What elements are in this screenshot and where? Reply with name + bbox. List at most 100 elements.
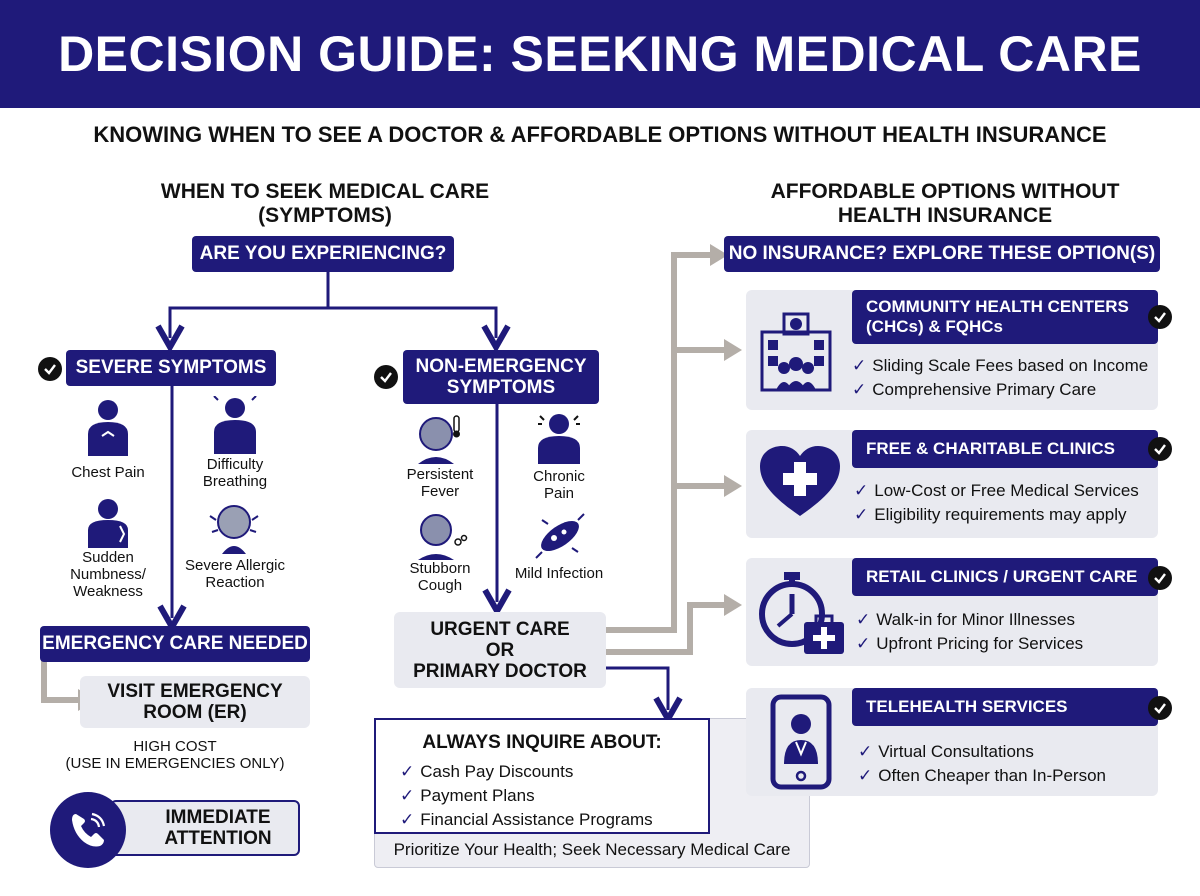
phone-icon [50,792,126,868]
check-icon [38,357,62,381]
bacteria-icon [535,513,585,559]
inquire-item-text: Financial Assistance Programs [420,810,653,829]
option-bullet: ✓ Often Cheaper than In-Person [858,764,1106,788]
check-icon: ✓ [854,481,869,500]
option-bullet-text: Eligibility requirements may apply [874,505,1127,524]
option-bullets-free-clinics: ✓ Low-Cost or Free Medical Services ✓ Elig… [854,479,1139,527]
cost-line: (USE IN EMERGENCIES ONLY) [65,755,285,772]
check-icon [1148,696,1172,720]
phone-doctor-icon [770,694,832,790]
footer-note: Prioritize Your Health; Seek Necessary M… [393,840,791,859]
immediate-attention-box: IMMEDIATE ATTENTION [110,800,300,856]
check-icon: ✓ [856,610,871,629]
check-icon [1148,566,1172,590]
option-bullet: ✓ Virtual Consultations [858,740,1106,764]
option-title-line: COMMUNITY HEALTH CENTERS [866,297,1129,316]
symptom-label-line: Pain [543,485,575,502]
inquire-item: ✓ Financial Assistance Programs [400,808,708,832]
check-icon: ✓ [852,380,867,399]
check-icon: ✓ [856,634,871,653]
option-bullet-text: Sliding Scale Fees based on Income [872,356,1149,375]
symptom-label-line: Chronic [533,468,585,485]
heart-cross-icon [760,446,840,516]
health-center-icon [760,312,832,392]
symptom-label-line: Chest Pain [71,464,145,481]
check-icon: ✓ [854,505,869,524]
chronic-pain-icon [538,414,580,464]
check-icon: ✓ [400,810,415,829]
severe-symptoms-label: SEVERE SYMPTOMS [66,350,276,386]
emergency-care-needed: EMERGENCY CARE NEEDED [40,626,310,662]
no-insurance-label: NO INSURANCE? EXPLORE THESE OPTION(S) [724,236,1160,272]
check-icon: ✓ [858,742,873,761]
urgent-line: OR [485,639,515,661]
symptom-label-line: Fever [420,483,460,500]
er-line: ROOM (ER) [143,702,247,723]
symptom-label-line: Cough [417,577,463,594]
page-title: DECISION GUIDE: SEEKING MEDICAL CARE [58,26,1142,82]
page-subtitle: KNOWING WHEN TO SEE A DOCTOR & AFFORDABL… [93,122,1107,147]
inquire-item: ✓ Cash Pay Discounts [400,760,708,784]
numbness-icon [88,499,128,548]
inquire-item-text: Payment Plans [420,786,535,805]
symptom-label-line: Severe Allergic [184,557,286,574]
question-box: ARE YOU EXPERIENCING? [192,236,454,272]
er-line: VISIT EMERGENCY [107,681,283,702]
option-bullet-text: Low-Cost or Free Medical Services [874,481,1139,500]
symptom-label-line: Persistent [406,466,474,483]
symptom-label-line: Numbness/ [70,566,146,583]
symptom-label: Persistent Fever [380,466,500,500]
symptom-label: Sudden Numbness/ Weakness [48,549,168,600]
check-icon: ✓ [858,766,873,785]
option-bullet: ✓ Sliding Scale Fees based on Income [852,354,1148,378]
left-heading: WHEN TO SEEK MEDICAL CARE (SYMPTOMS) [120,180,530,228]
high-cost-note: HIGH COST (USE IN EMERGENCIES ONLY) [40,738,310,772]
option-bullet-text: Virtual Consultations [878,742,1034,761]
allergic-reaction-icon [209,505,259,554]
symptom-label-line: Reaction [205,574,265,591]
visit-er-box: VISIT EMERGENCY ROOM (ER) [80,676,310,728]
difficulty-breathing-icon [213,396,257,454]
check-icon: ✓ [400,786,415,805]
immediate-line: IMMEDIATE [165,807,271,828]
inquire-item-text: Cash Pay Discounts [420,762,574,781]
option-title-line: (CHCs) & FQHCs [866,317,1003,336]
check-icon: ✓ [400,762,415,781]
left-heading-line1: WHEN TO SEEK MEDICAL CARE [160,180,490,203]
symptom-label-line: Stubborn [409,560,471,577]
immediate-line: ATTENTION [164,828,272,849]
cough-icon [418,514,468,560]
title-banner: DECISION GUIDE: SEEKING MEDICAL CARE [0,0,1200,108]
check-icon [1148,437,1172,461]
symptom-label: Severe Allergic Reaction [170,557,300,591]
symptom-label-line: Breathing [202,473,268,490]
fever-icon [418,415,460,464]
non-emergency-line: SYMPTOMS [446,377,556,398]
stopwatch-kit-icon [759,572,844,654]
symptom-label: Stubborn Cough [380,560,500,594]
option-bullet-text: Often Cheaper than In-Person [878,766,1106,785]
left-heading-line2: (SYMPTOMS) [258,204,392,227]
right-heading-line1: AFFORDABLE OPTIONS WITHOUT [770,180,1120,203]
symptom-label: Chronic Pain [499,468,619,502]
urgent-care-box: URGENT CARE OR PRIMARY DOCTOR [394,612,606,688]
option-bullets-retail: ✓ Walk-in for Minor Illnesses ✓Upfront Pr… [856,608,1083,656]
inquire-title: ALWAYS INQUIRE ABOUT: [422,732,662,753]
option-bullet: ✓ Low-Cost or Free Medical Services [854,479,1139,503]
option-title-telehealth: TELEHEALTH SERVICES [852,688,1158,726]
option-bullet-text: Walk-in for Minor Illnesses [876,610,1075,629]
urgent-line: URGENT CARE [430,618,570,640]
symptom-label-line: Sudden [82,549,134,566]
symptom-label-line: Mild Infection [514,565,604,582]
right-heading: AFFORDABLE OPTIONS WITHOUT HEALTH INSURA… [740,180,1150,228]
non-emergency-line: NON-EMERGENCY [415,356,587,377]
check-icon: ✓ [852,356,867,375]
inquire-box: ALWAYS INQUIRE ABOUT: ✓ Cash Pay Discount… [374,718,710,834]
symptom-label: Difficulty Breathing [175,456,295,490]
option-bullet-text: Comprehensive Primary Care [872,380,1097,399]
cost-line: HIGH COST [133,738,217,755]
option-title-chc: COMMUNITY HEALTH CENTERS (CHCs) & FQHCs [852,290,1158,344]
option-bullet: ✓Upfront Pricing for Services [856,632,1083,656]
option-bullets-telehealth: ✓ Virtual Consultations ✓ Often Cheaper th… [858,740,1106,788]
option-title-free-clinics: FREE & CHARITABLE CLINICS [852,430,1158,468]
